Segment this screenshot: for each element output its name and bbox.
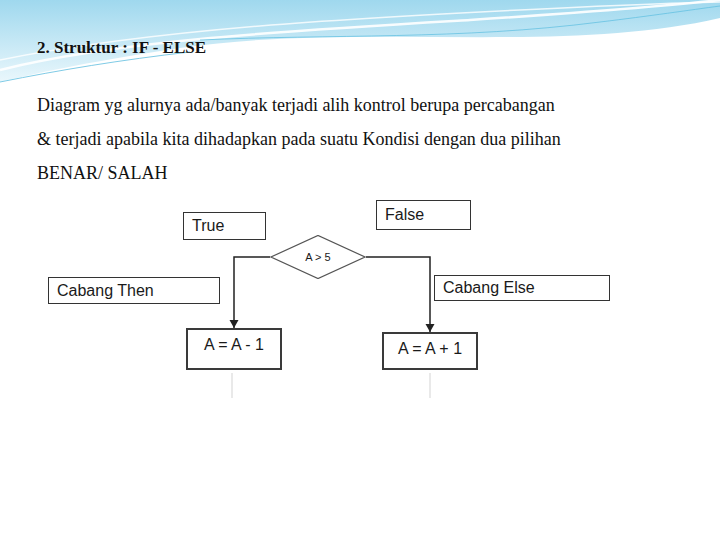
stub-line [429,373,431,398]
connector [230,257,271,328]
node-text: Cabang Else [443,279,535,297]
connector-line [366,257,430,332]
connector-line [234,257,270,328]
description-text: Diagram yg alurnya ada/banyak terjadi al… [37,88,565,190]
diamond-shape [271,235,365,278]
node-text: A = A - 1 [204,336,264,353]
node-text: A = A + 1 [398,340,462,357]
slide-title: 2. Struktur : IF - ELSE [37,38,206,58]
node-text: False [385,206,424,224]
process-box: A = A - 1 [186,328,282,370]
node-text: Cabang Then [57,282,154,300]
branch-tag: False [376,200,471,230]
node-text: A > 5 [305,251,330,263]
arrow-head [230,320,239,328]
node-text: True [192,217,224,235]
branch-tag: Cabang Then [48,277,220,304]
branch-tag: Cabang Else [434,275,610,301]
process-box: A = A + 1 [382,332,478,370]
connector [366,257,435,332]
branch-tag: True [183,212,266,240]
decision-diamond: A > 5 [270,235,366,279]
stub-line [231,373,233,398]
arrow-head [426,324,435,332]
